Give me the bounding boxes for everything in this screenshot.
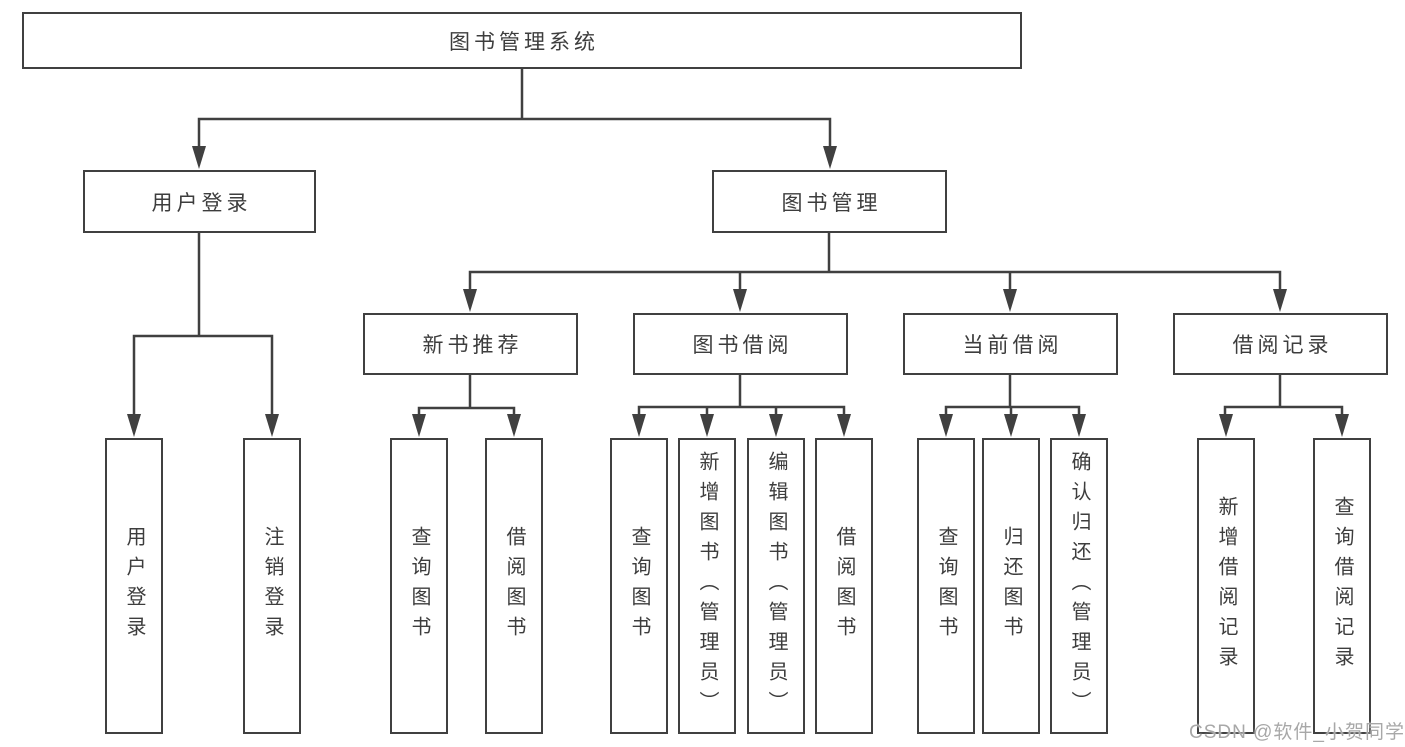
node-add-borrow-record: 新增借阅记录 (1197, 438, 1255, 734)
node-root-label: 图书管理系统 (449, 30, 599, 54)
node-confirm-return-admin-label: 确认归还（管理员） (1068, 451, 1090, 721)
node-edit-book-admin: 编辑图书（管理员） (747, 438, 805, 734)
node-logout-action-label: 注销登录 (261, 526, 283, 646)
node-borrow-books-recommend: 借阅图书 (485, 438, 543, 734)
node-current-borrowing: 当前借阅 (903, 313, 1118, 375)
node-confirm-return-admin: 确认归还（管理员） (1050, 438, 1108, 734)
arrow-down-icon (837, 414, 851, 437)
arrow-down-icon (1004, 414, 1018, 437)
node-add-borrow-record-label: 新增借阅记录 (1215, 496, 1237, 676)
node-book-management: 图书管理 (712, 170, 947, 233)
arrow-down-icon (192, 146, 206, 169)
node-query-books-current-label: 查询图书 (935, 526, 957, 646)
arrow-down-icon (507, 414, 521, 437)
connector-borrowrecords-to-leaves (1223, 374, 1344, 419)
arrow-down-icon (823, 146, 837, 169)
arrow-down-icon (1003, 289, 1017, 312)
arrow-down-icon (265, 414, 279, 437)
node-return-book: 归还图书 (982, 438, 1040, 734)
node-book-borrowing: 图书借阅 (633, 313, 848, 375)
node-edit-book-admin-label: 编辑图书（管理员） (765, 451, 787, 721)
node-add-book-admin-label: 新增图书（管理员） (696, 451, 718, 721)
arrow-down-icon (733, 289, 747, 312)
node-new-book-recommend-label: 新书推荐 (422, 334, 523, 357)
arrow-down-icon (700, 414, 714, 437)
node-return-book-label: 归还图书 (1000, 526, 1022, 646)
node-user-login: 用户登录 (83, 170, 316, 233)
node-query-books-recommend: 查询图书 (390, 438, 448, 734)
node-query-books-current: 查询图书 (917, 438, 975, 734)
arrow-down-icon (1335, 414, 1349, 437)
node-query-books-recommend-label: 查询图书 (408, 526, 430, 646)
node-root: 图书管理系统 (22, 12, 1022, 69)
connector-userlogin-to-leaves (132, 231, 274, 419)
arrow-down-icon (769, 414, 783, 437)
node-book-management-label: 图书管理 (781, 191, 882, 215)
arrow-down-icon (412, 414, 426, 437)
node-borrow-books-recommend-label: 借阅图书 (503, 526, 525, 646)
node-book-borrowing-label: 图书借阅 (692, 334, 793, 357)
node-new-book-recommend: 新书推荐 (363, 313, 578, 375)
node-query-books-borrowing-label: 查询图书 (628, 526, 650, 646)
connector-newbookrec-to-leaves (417, 373, 516, 419)
arrow-down-icon (1072, 414, 1086, 437)
arrow-down-icon (463, 289, 477, 312)
arrow-down-icon (1273, 289, 1287, 312)
node-borrow-records-label: 借阅记录 (1232, 334, 1333, 357)
connector-bookborrow-to-leaves (637, 373, 846, 419)
node-current-borrowing-label: 当前借阅 (962, 334, 1063, 357)
node-user-login-action-label: 用户登录 (123, 526, 145, 646)
connector-root-to-level2 (197, 66, 832, 151)
arrow-down-icon (127, 414, 141, 437)
csdn-watermark: CSDN @软件_小贺同学 (1189, 722, 1405, 743)
node-borrow-records: 借阅记录 (1173, 313, 1388, 375)
node-logout-action: 注销登录 (243, 438, 301, 734)
arrow-down-icon (632, 414, 646, 437)
arrow-down-icon (939, 414, 953, 437)
node-user-login-action: 用户登录 (105, 438, 163, 734)
node-add-book-admin: 新增图书（管理员） (678, 438, 736, 734)
node-borrow-books-borrowing: 借阅图书 (815, 438, 873, 734)
node-borrow-books-borrowing-label: 借阅图书 (833, 526, 855, 646)
connector-currentborrow-to-leaves (944, 374, 1081, 419)
node-query-borrow-record-label: 查询借阅记录 (1331, 496, 1353, 676)
arrowheads (127, 146, 1349, 437)
node-user-login-label: 用户登录 (151, 191, 252, 215)
node-query-books-borrowing: 查询图书 (610, 438, 668, 734)
connector-bookmgmt-to-level3 (468, 231, 1282, 294)
node-query-borrow-record: 查询借阅记录 (1313, 438, 1371, 734)
arrow-down-icon (1219, 414, 1233, 437)
